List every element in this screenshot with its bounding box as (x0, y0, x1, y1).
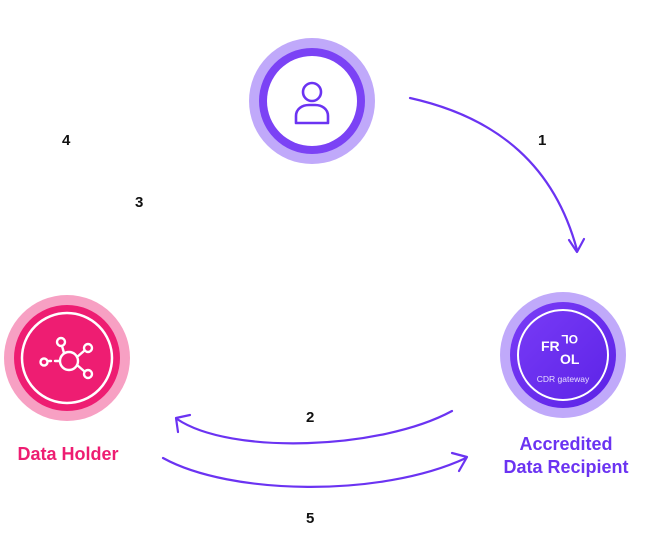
data-holder-node (4, 295, 130, 421)
step-2-label: 2 (306, 409, 315, 426)
arrow-user-to-recipient (408, 96, 579, 252)
arrow-recipient-to-holder (175, 409, 454, 445)
recipient-label-line2: Data Recipient (503, 457, 629, 477)
recipient-label-line1: Accredited (519, 434, 613, 454)
step-1-label: 1 (538, 132, 547, 149)
step-3-label: 3 (135, 194, 144, 211)
arrow-head-1 (567, 237, 586, 254)
arrow-head-5 (450, 451, 469, 473)
svg-text:OL: OL (560, 351, 580, 367)
step-5-label: 5 (306, 510, 315, 527)
arrows (161, 96, 586, 488)
recipient-node: FR OL OL CDR gateway (500, 292, 626, 418)
recipient-label: Accredited Data Recipient (484, 433, 648, 479)
step-4-label: 4 (62, 132, 71, 149)
network-hub-icon (39, 336, 94, 380)
arrow-head-2 (174, 413, 192, 434)
arrow-holder-to-recipient (161, 456, 468, 488)
svg-text:FR: FR (541, 338, 560, 354)
frollo-logo: FR OL OL (541, 332, 580, 367)
user-node (249, 38, 375, 164)
data-holder-label: Data Holder (17, 444, 119, 464)
svg-text:OL: OL (561, 332, 578, 346)
cdr-gateway-subtitle: CDR gateway (537, 374, 590, 384)
user-icon (294, 81, 330, 125)
